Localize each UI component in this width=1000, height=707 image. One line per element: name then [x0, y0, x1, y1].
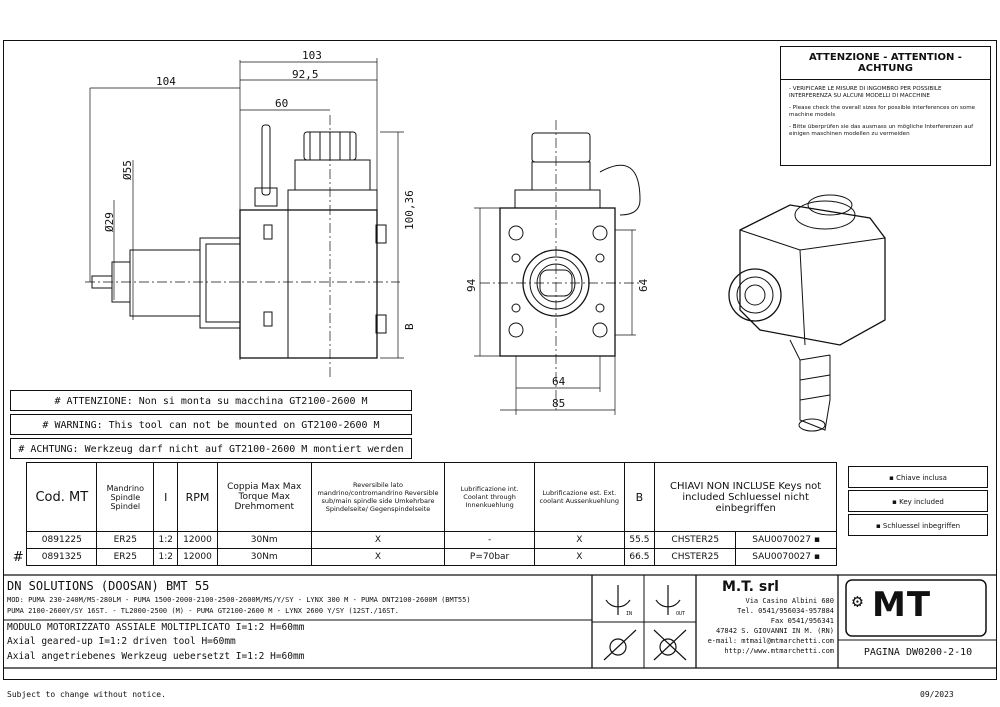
cell-torque: 30Nm [216, 548, 312, 566]
dim-92-5: 92,5 [292, 68, 319, 81]
dim-b: B [403, 323, 416, 330]
cell-spindle: ER25 [96, 531, 155, 549]
table-row: 0891225 ER25 1:2 12000 30Nm X - X 55.5 C… [10, 531, 837, 549]
table-header-row: Cod. MT Mandrino Spindle Spindel I RPM C… [10, 462, 837, 532]
header-keys: CHIAVI NON INCLUSE Keys not included Sch… [654, 462, 837, 532]
legend-german: ▪ Schluessel inbegriffen [848, 514, 988, 536]
front-view [480, 120, 641, 410]
row-mark: # [12, 549, 24, 565]
cell-ratio: 1:2 [153, 531, 179, 549]
dim-94: 94 [465, 278, 478, 292]
attention-box: ATTENZIONE - ATTENTION - ACHTUNG - VERIF… [780, 46, 991, 166]
header-ratio: I [153, 462, 179, 532]
cell-ratio: 1:2 [153, 548, 179, 566]
cell-key1: CHSTER25 [654, 548, 737, 566]
models-line-2: PUMA 2100-2600Y/SY 16ST. - TL2000-2500 (… [7, 607, 399, 615]
row-mark [10, 532, 27, 549]
attention-item: - VERIFICARE LE MISURE DI INGOMBRO PER P… [789, 86, 942, 99]
cell-b: 55.5 [623, 531, 656, 549]
cell-b: 66.5 [623, 548, 656, 566]
sheet-frame [3, 40, 997, 680]
attention-item: - Bitte überprüfen sie das ausmass un mö… [789, 123, 974, 137]
footer-notice: Subject to change without notice. [7, 690, 166, 699]
description-english: Axial geared-up I=1:2 driven tool H=60mm [7, 636, 236, 647]
out-label: OUT [676, 611, 686, 617]
page-number: PAGINA DW0200-2-10 [863, 647, 973, 658]
footer-date: 09/2023 [920, 690, 954, 699]
table-row: # 0891325 ER25 1:2 12000 30Nm X P=70bar … [10, 548, 837, 566]
company-address: Via Casino Albini 680 [745, 597, 834, 605]
header-b: B [623, 462, 656, 532]
dim-60: 60 [275, 97, 289, 110]
company-phone: Tel. 0541/956034-957884 [737, 607, 834, 615]
isometric-view [728, 194, 886, 432]
cell-rpm: 12000 [177, 548, 218, 566]
cell-spindle: ER25 [96, 548, 155, 566]
attention-title: ATTENZIONE - ATTENTION - ACHTUNG [781, 47, 990, 80]
legend-italian: ▪ Chiave inclusa [848, 466, 988, 488]
models-line-1: MOD: PUMA 230-240M/MS-280LM - PUMA 1500-… [7, 596, 471, 604]
attention-list: - VERIFICARE LE MISURE DI INGOMBRO PER P… [781, 80, 990, 138]
dim-100-36: 100,36 [403, 190, 416, 230]
dim-diameter-29: Ø29 [103, 212, 116, 232]
company-name: M.T. srl [722, 579, 779, 595]
cell-rpm: 12000 [177, 531, 218, 549]
company-website: http://www.mtmarchetti.com [724, 647, 834, 655]
company-fax: Fax 0541/956341 [770, 617, 834, 625]
description-german: Axial angetriebenes Werkzeug uebersetzt … [7, 651, 305, 662]
header-rpm: RPM [177, 462, 218, 532]
company-email: e-mail: mtmail@mtmarchetti.com [707, 637, 834, 645]
company-city: 47842 S. GIOVANNI IN M. (RN) [715, 627, 834, 635]
company-logo: MT [872, 585, 932, 625]
header-torque: Coppia Max Max Torque Max Drehmoment [216, 462, 312, 532]
header-external-coolant: Lubrificazione est. Ext. coolant Aussenk… [533, 462, 625, 532]
side-view [85, 115, 400, 380]
header-reversible: Reversibile lato mandrino/contromandrino… [310, 462, 446, 532]
legend-english: ▪ Key included [848, 490, 988, 512]
front-dimensions [474, 207, 636, 415]
dim-104: 104 [156, 75, 176, 88]
warning-english: # WARNING: This tool can not be mounted … [10, 414, 412, 435]
warning-italian: # ATTENZIONE: Non si monta su macchina G… [10, 390, 412, 411]
spec-table: Cod. MT Mandrino Spindle Spindel I RPM C… [10, 462, 837, 566]
cell-torque: 30Nm [216, 531, 312, 549]
cell-code: 0891225 [26, 531, 98, 549]
cell-external: X [533, 531, 625, 549]
dim-64-horizontal: 64 [552, 375, 566, 388]
warning-german: # ACHTUNG: Werkzeug darf nicht auf GT210… [10, 438, 412, 459]
cell-key1: CHSTER25 [654, 531, 737, 549]
description-italian: MODULO MOTORIZZATO ASSIALE MOLTIPLICATO … [7, 622, 305, 633]
dim-103: 103 [302, 49, 322, 62]
attention-item: - Please check the overall sizes for pos… [789, 104, 976, 118]
machine-title: DN SOLUTIONS (DOOSAN) BMT 55 [7, 579, 210, 593]
cell-reversible: X [310, 548, 446, 566]
cell-external: X [533, 548, 625, 566]
header-internal-coolant: Lubrificazione int. Coolant through Inne… [444, 462, 535, 532]
cell-code: 0891325 [26, 548, 98, 566]
cell-key2: SAU0070027 ▪ [735, 548, 837, 566]
cell-key2: SAU0070027 ▪ [735, 531, 837, 549]
dim-64-vertical: 64 [637, 278, 650, 292]
cell-internal: P=70bar [444, 548, 535, 566]
cell-internal: - [444, 531, 535, 549]
dim-85: 85 [552, 397, 566, 410]
dim-diameter-55: Ø55 [121, 160, 134, 180]
header-code: Cod. MT [26, 462, 98, 532]
cell-reversible: X [310, 531, 446, 549]
header-spindle: Mandrino Spindle Spindel [96, 462, 155, 532]
rotation-symbols [603, 585, 687, 661]
logo-gear-icon: ⚙ [852, 591, 863, 612]
side-dimensions [89, 58, 404, 360]
in-label: IN [626, 611, 633, 617]
logo-frame [845, 579, 987, 637]
